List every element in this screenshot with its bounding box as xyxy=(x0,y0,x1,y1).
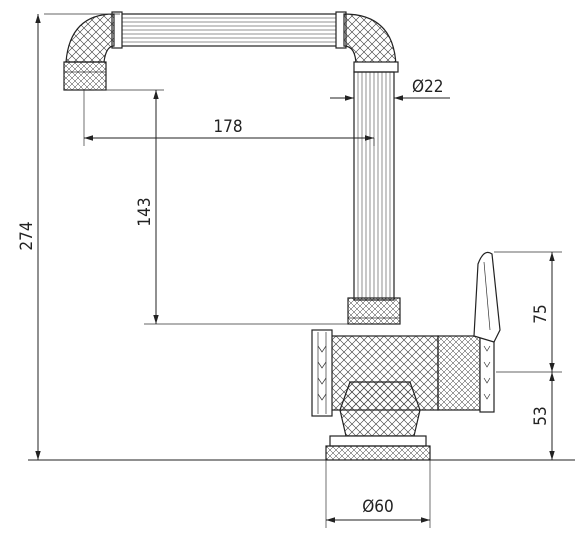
column-collar xyxy=(347,297,401,325)
dimension-lines xyxy=(28,13,575,528)
label-spout-diameter: Ø22 xyxy=(412,77,444,97)
base-foot xyxy=(325,445,431,461)
label-total-height: 274 xyxy=(17,221,37,250)
spout-arm xyxy=(117,13,343,47)
label-base-diameter: Ø60 xyxy=(362,497,394,517)
dimension-labels: 274 178 143 Ø22 75 53 Ø60 xyxy=(17,77,551,517)
label-spout-clearance: 143 xyxy=(135,197,155,226)
label-body-height: 53 xyxy=(531,406,551,425)
label-spout-reach: 178 xyxy=(213,117,242,137)
spout-elbow-right xyxy=(343,13,397,67)
handle-cap xyxy=(479,333,495,413)
spout-elbow-left xyxy=(65,13,115,63)
faucet-body xyxy=(63,11,501,461)
label-handle-height: 75 xyxy=(531,304,551,323)
body-lower xyxy=(339,381,421,437)
base-ring xyxy=(329,435,427,447)
body-cap-left xyxy=(311,329,333,417)
spout-outlet xyxy=(63,61,107,91)
spout-collar xyxy=(353,61,399,73)
handle-housing xyxy=(437,335,481,411)
vertical-column xyxy=(353,71,395,301)
